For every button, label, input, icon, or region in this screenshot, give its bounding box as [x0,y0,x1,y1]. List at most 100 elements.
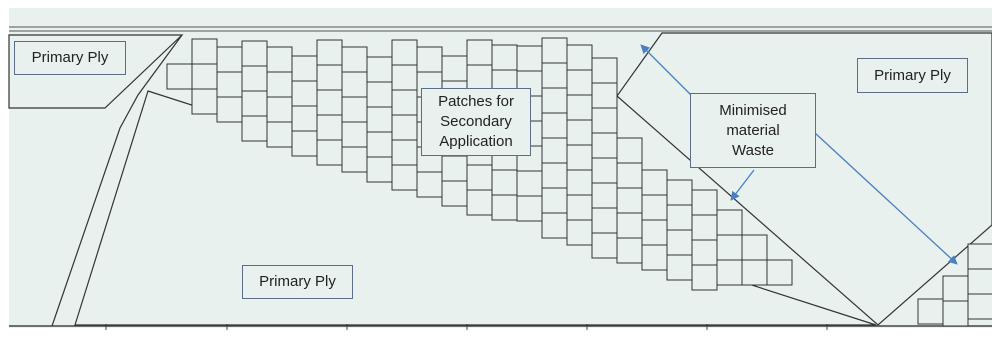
patch-square [266,71,293,98]
patch-square [391,164,418,191]
patch-square [967,243,992,270]
patch-square [766,259,793,286]
primary-ply-top-right-shape [616,32,992,326]
patch-square [466,39,493,66]
patch-square [241,40,268,67]
patch-square [466,189,493,216]
patch-square [616,237,643,264]
patch-square [341,96,368,123]
patch-square [266,96,293,123]
patch-square [266,46,293,73]
arrow-to-top-gap [640,44,693,97]
arrow-to-bottom-gap [814,132,958,265]
patch-square [641,169,668,196]
patch-square [516,170,543,197]
patch-square [491,44,518,71]
patch-square [541,112,568,139]
patch-square [341,146,368,173]
patch-square [591,232,618,259]
patch-square [616,187,643,214]
primary-ply-left-strip [51,34,183,327]
primary-ply-label-top-right: Primary Ply [857,58,968,93]
patch-square [316,89,343,116]
patch-square [366,56,393,83]
patch-square [466,64,493,91]
patch-square [666,229,693,256]
patch-square [967,268,992,295]
patch-square [541,87,568,114]
patch-square [566,194,593,221]
patch-square [591,207,618,234]
patch-square [341,71,368,98]
patch-square [341,121,368,148]
patch-square [516,195,543,222]
patch-square [441,180,468,207]
patch-square [691,189,718,216]
patch-square [216,96,243,123]
patch-square [416,46,443,73]
patch-square [741,234,768,261]
patch-square [366,131,393,158]
patch-square [666,254,693,281]
patch-square [917,298,944,325]
patch-square [616,162,643,189]
patch-square [566,44,593,71]
patch-square [566,169,593,196]
minimised-waste-label: Minimised material Waste [690,93,816,168]
patch-square [416,171,443,198]
patch-square [241,65,268,92]
patch-square [942,275,969,302]
patch-square [316,64,343,91]
patch-square [716,259,743,286]
patch-square [266,121,293,148]
patch-square [566,94,593,121]
patch-square [942,300,969,327]
patch-square [341,46,368,73]
patch-square [316,114,343,141]
patch-square [641,244,668,271]
patch-square [591,57,618,84]
patch-square [391,89,418,116]
patch-square [316,139,343,166]
patch-square [291,130,318,157]
patch-square [666,179,693,206]
patch-square [291,80,318,107]
patch-square [366,106,393,133]
patch-square [291,105,318,132]
patch-square [366,156,393,183]
patch-square [191,38,218,65]
primary-ply-top-left-shape [8,34,184,109]
patch-square [166,63,193,90]
patch-square [566,219,593,246]
patch-square [541,187,568,214]
patch-square [616,212,643,239]
patch-square [541,37,568,64]
patch-square [967,293,992,320]
patch-square [191,63,218,90]
patch-square [466,164,493,191]
patch-square [741,259,768,286]
patch-square [441,55,468,82]
patch-square [241,90,268,117]
patch-square [541,162,568,189]
patch-square [666,204,693,231]
patch-square [566,69,593,96]
patch-square [391,114,418,141]
patch-square [216,71,243,98]
patch-square [491,194,518,221]
patch-square [641,219,668,246]
patch-square [391,139,418,166]
patch-square [716,234,743,261]
primary-ply-label-top-left: Primary Ply [14,41,126,75]
patch-square [391,64,418,91]
patch-square [491,169,518,196]
patch-square [691,239,718,266]
patch-square [566,144,593,171]
patch-square [591,82,618,109]
patch-square [216,46,243,73]
patch-square [316,39,343,66]
patch-square [591,132,618,159]
patch-square [716,209,743,236]
patch-square [291,55,318,82]
